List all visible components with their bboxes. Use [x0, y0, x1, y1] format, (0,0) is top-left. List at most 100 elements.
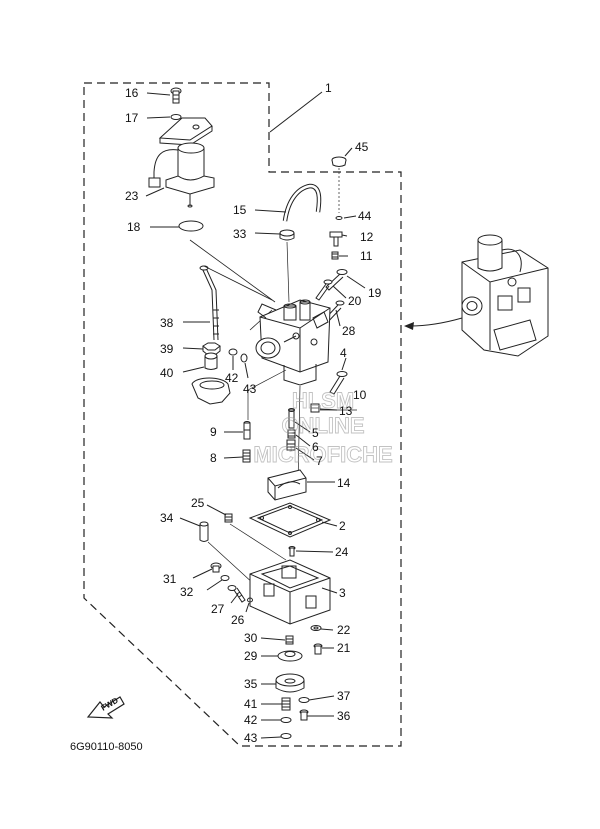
- assembly-boundary: [83, 82, 402, 747]
- washer-43b: [280, 733, 292, 739]
- callout-10: 10: [353, 388, 367, 402]
- callout-11: 11: [360, 249, 373, 263]
- screw-36: [299, 709, 309, 721]
- gasket-2: [248, 502, 332, 538]
- callout-37: 37: [337, 689, 351, 703]
- callout-43-lower: 43: [244, 731, 258, 745]
- callout-42-lower: 42: [244, 713, 258, 727]
- callout-22: 22: [337, 623, 351, 637]
- washer-32: [220, 575, 230, 581]
- callout-25: 25: [191, 496, 205, 510]
- washer-42b: [280, 717, 292, 723]
- callout-36: 36: [337, 709, 351, 723]
- callout-28: 28: [342, 324, 356, 338]
- watermark: HLSM ONLINE MICROFICHE: [253, 388, 393, 468]
- callout-43-upper: 43: [243, 382, 257, 396]
- link-rod-38: [199, 265, 219, 341]
- plug-7: [286, 439, 296, 451]
- float-bowl-3: [249, 559, 331, 625]
- bushing-40: [204, 352, 218, 370]
- callout-6: 6: [312, 440, 319, 454]
- callout-13: 13: [339, 404, 353, 418]
- callout-4: 4: [340, 346, 347, 360]
- watermark-line-1: HLSM: [292, 388, 354, 413]
- main-jet-6: [287, 429, 296, 439]
- callout-21: 21: [337, 641, 351, 655]
- drain-screw-27: [227, 585, 246, 603]
- callout-14: 14: [337, 476, 351, 490]
- callout-17: 17: [125, 111, 139, 125]
- callout-41: 41: [244, 697, 258, 711]
- assembled-carburetor-view: [461, 234, 549, 357]
- callout-39: 39: [160, 342, 174, 356]
- callout-29: 29: [244, 649, 258, 663]
- washer-22: [310, 625, 322, 631]
- callout-35: 35: [244, 677, 258, 691]
- callout-7: 7: [316, 454, 323, 468]
- starter-bolt-16: [170, 87, 182, 104]
- callout-40: 40: [160, 366, 174, 380]
- spring-8: [242, 449, 251, 463]
- callout-34: 34: [160, 511, 174, 525]
- callout-24: 24: [335, 545, 349, 559]
- callout-9: 9: [210, 425, 217, 439]
- callout-18: 18: [127, 220, 141, 234]
- callout-33: 33: [233, 227, 247, 241]
- bushing-34: [199, 521, 209, 542]
- callout-44: 44: [358, 209, 372, 223]
- washer-42a: [228, 348, 238, 356]
- callout-12: 12: [360, 230, 374, 244]
- callout-1: 1: [325, 81, 332, 95]
- screw-20: [315, 279, 333, 301]
- carburetor-body: [255, 299, 331, 386]
- screw-21: [313, 643, 323, 655]
- washer-17: [170, 114, 182, 120]
- diaphragm-29: [277, 650, 303, 662]
- callout-42-upper: 42: [225, 371, 239, 385]
- clamp-33: [279, 229, 295, 241]
- callout-labels: 1 16 17 23 18 45 15 44 33 12 11 19 20 38…: [125, 81, 382, 745]
- spring-41: [281, 697, 291, 711]
- screw-31: [210, 562, 222, 573]
- o-ring-26: [247, 597, 253, 603]
- o-ring-18: [178, 220, 204, 232]
- float-14: [267, 469, 307, 501]
- o-ring-44: [335, 216, 343, 220]
- callout-30: 30: [244, 631, 258, 645]
- spring-11: [331, 251, 339, 260]
- pin-24: [288, 546, 296, 557]
- pump-cover-35: [275, 673, 305, 693]
- callout-5: 5: [312, 426, 319, 440]
- cap-45: [331, 156, 347, 167]
- callout-3: 3: [339, 586, 346, 600]
- spring-30: [285, 635, 294, 645]
- callout-20: 20: [348, 294, 362, 308]
- callout-16: 16: [125, 86, 139, 100]
- screw-12: [329, 231, 343, 247]
- starter-unit-23: [148, 142, 215, 208]
- plug-25: [224, 513, 233, 523]
- watermark-line-2: ONLINE: [281, 413, 364, 438]
- cover-plate: [191, 377, 231, 405]
- watermark-line-3: MICROFICHE: [253, 442, 392, 467]
- callout-19: 19: [368, 286, 382, 300]
- screw-4: [329, 371, 348, 395]
- pilot-screw-9: [243, 421, 251, 440]
- callout-27: 27: [211, 602, 225, 616]
- view-arrow: [409, 317, 463, 327]
- main-nozzle-5: [288, 408, 295, 429]
- forward-direction-icon: FWD: [86, 696, 125, 719]
- callout-15: 15: [233, 203, 247, 217]
- callout-31: 31: [163, 572, 177, 586]
- callout-45: 45: [355, 140, 369, 154]
- jet-13: [310, 403, 320, 413]
- callout-32: 32: [180, 585, 194, 599]
- callout-23: 23: [125, 189, 139, 203]
- starter-bracket: [158, 117, 213, 146]
- callout-26: 26: [231, 613, 245, 627]
- washer-37: [298, 697, 310, 703]
- diagram-code: 6G90110-8050: [70, 741, 143, 753]
- callout-2: 2: [339, 519, 346, 533]
- callout-38: 38: [160, 316, 174, 330]
